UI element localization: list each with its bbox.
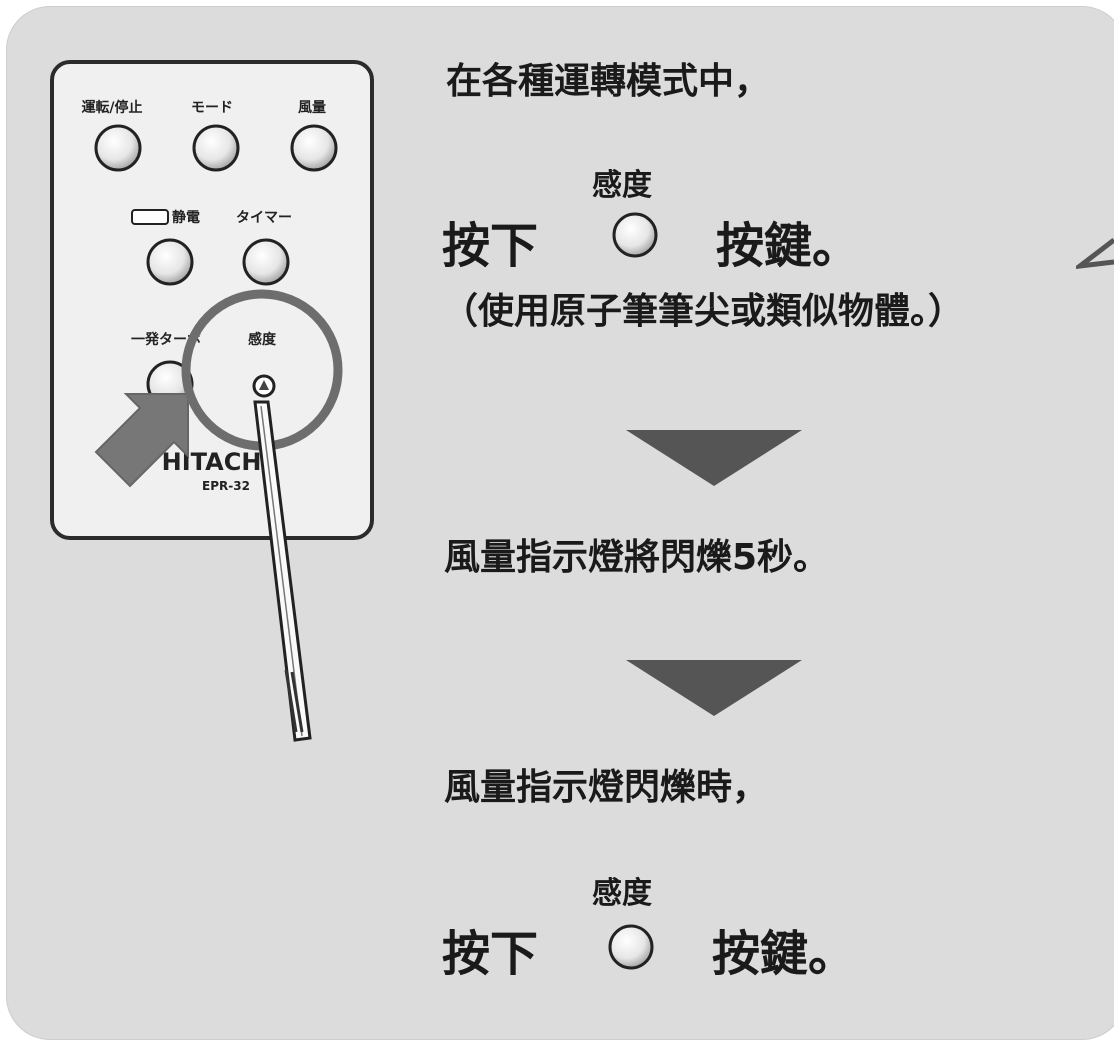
- pen-icon: [253, 380, 312, 742]
- hint-text: （使用原子筆筆尖或類似物體。）: [442, 291, 965, 332]
- remote-label-fan: 風量: [298, 100, 326, 116]
- remote-label-static: 静電: [172, 209, 200, 226]
- remote-button-power[interactable]: [94, 124, 142, 172]
- press-word-1: 按下: [442, 218, 539, 274]
- remote-label-sensitivity: 感度: [248, 331, 277, 348]
- remote-label-timer: タイマー: [236, 210, 292, 226]
- step3-text: 風量指示燈閃爍時，: [444, 767, 769, 808]
- battery-icon: [131, 209, 169, 225]
- remote-label-power: 運転/停止: [81, 99, 142, 116]
- step2-text: 風量指示燈將閃爍5秒。: [444, 537, 830, 578]
- remote-brand: HITACHI: [162, 448, 271, 476]
- step1-text: 在各種運轉模式中，: [446, 61, 771, 102]
- remote-button-static[interactable]: [146, 238, 194, 286]
- button-caption-1: 感度: [592, 168, 652, 203]
- pointer-arrow: [94, 393, 189, 488]
- remote-label-turbo: 一発ターボ: [131, 331, 201, 348]
- remote-button-fan[interactable]: [290, 124, 338, 172]
- button-caption-2: 感度: [592, 876, 652, 911]
- remote-illustration: 運転/停止 モード 風量 静電 タイマー 一発ターボ 感度 HITACHI EP…: [50, 60, 374, 742]
- sensitivity-button-icon-1: [612, 212, 658, 258]
- remote-model: EPR-32: [202, 479, 250, 493]
- key-word-1: 按鍵。: [716, 218, 861, 274]
- remote-label-mode: モード: [191, 100, 233, 116]
- press-word-2: 按下: [442, 926, 539, 982]
- sensitivity-button-icon-2: [608, 924, 654, 970]
- remote-button-mode[interactable]: [192, 124, 240, 172]
- side-arrow-icon: [1076, 238, 1114, 269]
- down-arrow-2: [626, 660, 802, 716]
- down-arrow-1: [626, 430, 802, 486]
- key-word-2: 按鍵。: [712, 926, 857, 982]
- remote-button-timer[interactable]: [242, 238, 290, 286]
